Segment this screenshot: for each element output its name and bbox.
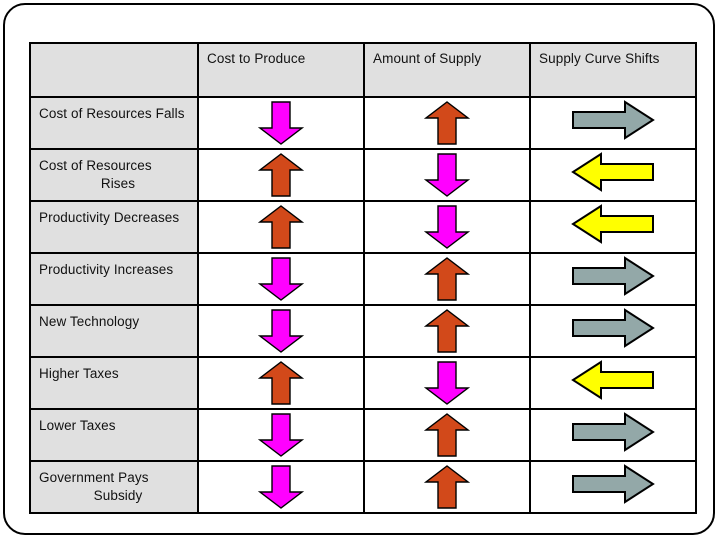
table-row: Cost of Resources Falls bbox=[29, 96, 697, 150]
table-row: New Technology bbox=[29, 304, 697, 358]
amount-of-supply-cell bbox=[363, 460, 531, 514]
table-row: Lower Taxes bbox=[29, 408, 697, 462]
arrow-up-orange-icon bbox=[199, 358, 363, 408]
supply-curve-shift-cell bbox=[529, 408, 697, 462]
arrow-right-gray-icon bbox=[531, 462, 695, 506]
arrow-up-orange-icon bbox=[365, 410, 529, 460]
header-label-2: Amount of Supply bbox=[373, 51, 482, 66]
arrow-up-orange-icon bbox=[199, 150, 363, 200]
factor-label: New Technology bbox=[39, 314, 140, 329]
factor-cell: Productivity Decreases bbox=[29, 200, 199, 254]
factor-label: Cost of Resources Falls bbox=[39, 106, 185, 121]
table-row: Productivity Increases bbox=[29, 252, 697, 306]
supply-curve-shift-cell bbox=[529, 356, 697, 410]
supply-curve-shift-cell bbox=[529, 460, 697, 514]
supply-curve-shift-cell bbox=[529, 304, 697, 358]
factor-cell: Cost of Resources Falls bbox=[29, 96, 199, 150]
arrow-right-gray-icon bbox=[531, 98, 695, 142]
arrow-up-orange-icon bbox=[199, 202, 363, 252]
supply-curve-shift-cell bbox=[529, 252, 697, 306]
header-label-corner bbox=[31, 44, 197, 51]
supply-curve-shift-cell bbox=[529, 96, 697, 150]
arrow-left-yellow-icon bbox=[531, 358, 695, 402]
arrow-right-gray-icon bbox=[531, 306, 695, 350]
arrow-down-magenta-icon bbox=[199, 98, 363, 148]
factor-label: Higher Taxes bbox=[39, 366, 119, 381]
header-label-1: Cost to Produce bbox=[207, 51, 306, 66]
factor-label-line1: Cost of Resources bbox=[39, 158, 152, 173]
cost-to-produce-cell bbox=[197, 304, 365, 358]
slide-frame: Cost to Produce Amount of Supply Supply … bbox=[3, 3, 715, 535]
arrow-up-orange-icon bbox=[365, 306, 529, 356]
arrow-down-magenta-icon bbox=[365, 150, 529, 200]
cost-to-produce-cell bbox=[197, 96, 365, 150]
factor-cell: Productivity Increases bbox=[29, 252, 199, 306]
factor-cell: New Technology bbox=[29, 304, 199, 358]
table-row: Higher Taxes bbox=[29, 356, 697, 410]
arrow-down-magenta-icon bbox=[199, 410, 363, 460]
factor-label: Lower Taxes bbox=[39, 418, 116, 433]
factor-label-line1: Government Pays bbox=[39, 470, 149, 485]
header-cell-3: Supply Curve Shifts bbox=[529, 42, 697, 98]
cost-to-produce-cell bbox=[197, 408, 365, 462]
table-header-row: Cost to Produce Amount of Supply Supply … bbox=[29, 42, 697, 98]
cost-to-produce-cell bbox=[197, 460, 365, 514]
arrow-left-yellow-icon bbox=[531, 150, 695, 194]
amount-of-supply-cell bbox=[363, 200, 531, 254]
cost-to-produce-cell bbox=[197, 356, 365, 410]
amount-of-supply-cell bbox=[363, 148, 531, 202]
factor-label: Productivity Increases bbox=[39, 262, 174, 277]
supply-shift-table: Cost to Produce Amount of Supply Supply … bbox=[29, 42, 697, 514]
arrow-down-magenta-icon bbox=[199, 254, 363, 304]
factor-label-line2: Rises bbox=[100, 176, 136, 191]
arrow-up-orange-icon bbox=[365, 462, 529, 512]
supply-curve-shift-cell bbox=[529, 200, 697, 254]
arrow-left-yellow-icon bbox=[531, 202, 695, 246]
amount-of-supply-cell bbox=[363, 304, 531, 358]
arrow-down-magenta-icon bbox=[365, 202, 529, 252]
arrow-up-orange-icon bbox=[365, 254, 529, 304]
factor-cell: Higher Taxes bbox=[29, 356, 199, 410]
header-label-3: Supply Curve Shifts bbox=[539, 51, 660, 66]
arrow-right-gray-icon bbox=[531, 254, 695, 298]
factor-label: Productivity Decreases bbox=[39, 210, 180, 225]
arrow-down-magenta-icon bbox=[365, 358, 529, 408]
amount-of-supply-cell bbox=[363, 96, 531, 150]
amount-of-supply-cell bbox=[363, 408, 531, 462]
arrow-down-magenta-icon bbox=[199, 462, 363, 512]
amount-of-supply-cell bbox=[363, 252, 531, 306]
header-cell-2: Amount of Supply bbox=[363, 42, 531, 98]
header-cell-1: Cost to Produce bbox=[197, 42, 365, 98]
header-cell-corner bbox=[29, 42, 199, 98]
supply-curve-shift-cell bbox=[529, 148, 697, 202]
amount-of-supply-cell bbox=[363, 356, 531, 410]
cost-to-produce-cell bbox=[197, 200, 365, 254]
arrow-up-orange-icon bbox=[365, 98, 529, 148]
cost-to-produce-cell bbox=[197, 148, 365, 202]
arrow-right-gray-icon bbox=[531, 410, 695, 454]
arrow-down-magenta-icon bbox=[199, 306, 363, 356]
factor-label-line2: Subsidy bbox=[93, 488, 143, 503]
factor-cell: Lower Taxes bbox=[29, 408, 199, 462]
table-row: Productivity Decreases bbox=[29, 200, 697, 254]
cost-to-produce-cell bbox=[197, 252, 365, 306]
